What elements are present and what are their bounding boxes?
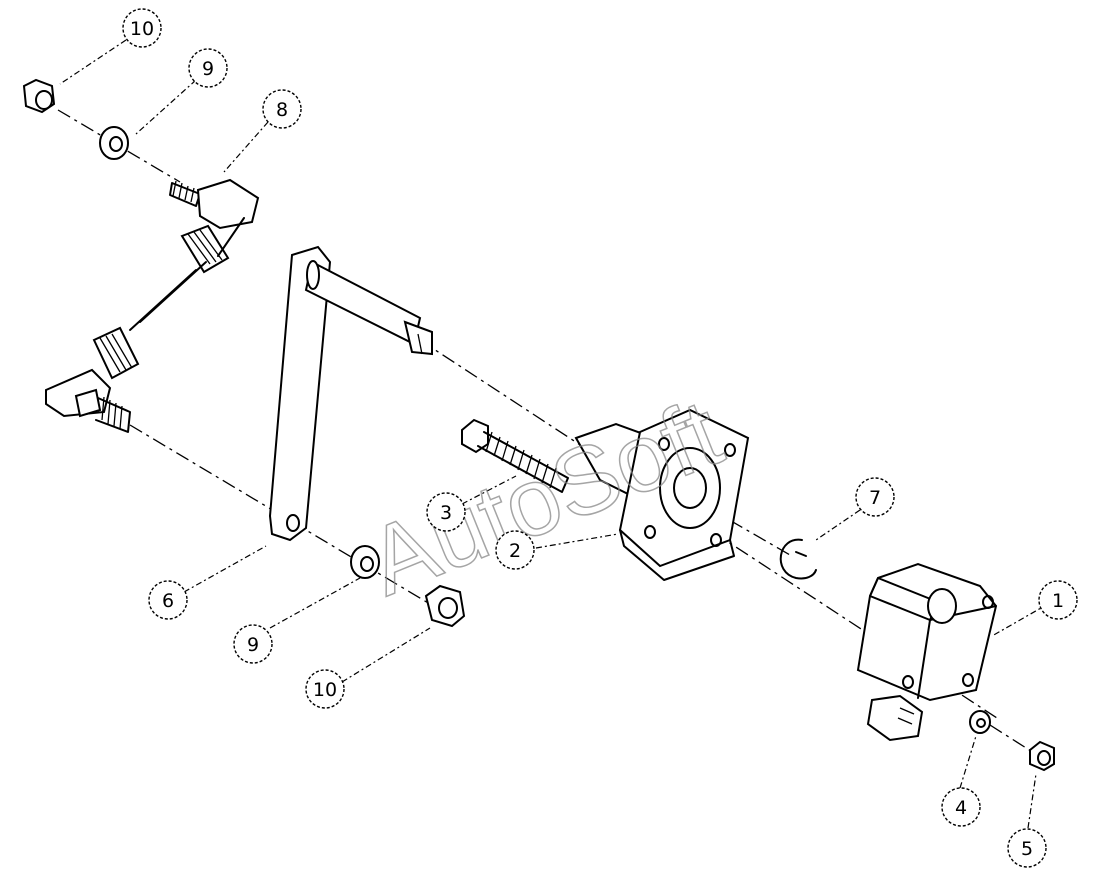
svg-text:9: 9 bbox=[247, 634, 259, 656]
nut-part-10-top bbox=[22, 78, 56, 114]
svg-text:3: 3 bbox=[440, 502, 452, 524]
callout-8: 8 bbox=[262, 89, 302, 129]
svg-text:10: 10 bbox=[313, 679, 337, 701]
callout-10-top: 10 bbox=[122, 8, 162, 48]
svg-text:8: 8 bbox=[276, 99, 288, 121]
lock-washer-part-9-top bbox=[99, 126, 129, 160]
callout-5: 5 bbox=[1007, 828, 1047, 868]
callout-9-top: 9 bbox=[188, 48, 228, 88]
svg-text:1: 1 bbox=[1052, 590, 1064, 612]
e-clip-part-7 bbox=[779, 538, 817, 580]
bracket-part-2 bbox=[574, 408, 750, 581]
callout-3: 3 bbox=[426, 492, 466, 532]
callout-7: 7 bbox=[855, 477, 895, 517]
callout-6: 6 bbox=[148, 580, 188, 620]
svg-text:10: 10 bbox=[130, 18, 154, 40]
callout-9-bottom: 9 bbox=[233, 624, 273, 664]
svg-text:2: 2 bbox=[509, 540, 521, 562]
linkage-rod-part-8 bbox=[45, 178, 260, 433]
svg-text:4: 4 bbox=[955, 797, 967, 819]
lever-arm-part-6 bbox=[268, 245, 433, 542]
nut-part-10-bottom bbox=[424, 584, 466, 628]
washer-part-4 bbox=[969, 710, 991, 734]
sensor-part-1 bbox=[856, 562, 998, 742]
nut-part-5 bbox=[1029, 740, 1055, 772]
callout-1: 1 bbox=[1038, 580, 1078, 620]
callout-4: 4 bbox=[941, 787, 981, 827]
svg-text:9: 9 bbox=[202, 58, 214, 80]
svg-text:7: 7 bbox=[869, 487, 881, 509]
svg-text:5: 5 bbox=[1021, 838, 1033, 860]
callout-2: 2 bbox=[495, 530, 535, 570]
watermark-text: AutoSoft bbox=[354, 379, 736, 616]
screw-part-3 bbox=[461, 418, 569, 493]
lock-washer-part-9-bottom bbox=[350, 545, 380, 579]
svg-text:6: 6 bbox=[162, 590, 174, 612]
callout-10-bottom: 10 bbox=[305, 669, 345, 709]
leader-lines bbox=[59, 39, 1049, 829]
